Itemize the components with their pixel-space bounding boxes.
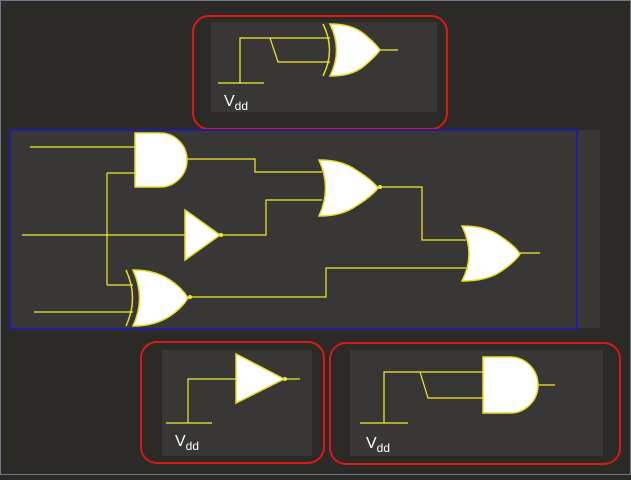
bottom-right-example: Vdd	[360, 356, 555, 455]
wire-top-input	[269, 37, 330, 63]
wire-br-vdd	[383, 371, 483, 423]
main-circuit-gates	[125, 132, 521, 327]
top-example: Vdd	[218, 23, 398, 113]
wire-br-input	[419, 371, 483, 399]
junction-dot	[283, 377, 287, 381]
panel-top	[211, 22, 437, 112]
junction-dot	[219, 233, 223, 237]
highlight-bottom-right	[329, 342, 621, 465]
wire-and-out	[187, 158, 322, 173]
wire-buffer-out	[222, 199, 322, 236]
junction-dot	[188, 295, 192, 299]
xor-gate-extra-curve	[322, 23, 331, 77]
junction-dot	[378, 185, 382, 189]
wire-top-vdd	[239, 37, 330, 83]
buffer-gate-icon	[184, 208, 222, 262]
wire-bl-vdd	[187, 378, 236, 423]
panel-bottom-right	[350, 350, 603, 456]
xor-gate-icon	[131, 269, 189, 327]
wire-xor-out	[190, 267, 466, 298]
and-gate-icon	[482, 356, 539, 414]
xor-gate-extra-curve	[125, 269, 134, 327]
highlight-main-blue	[9, 129, 578, 330]
vdd-label-bottom-left: Vdd	[175, 433, 199, 453]
panel-main	[10, 130, 600, 328]
and-gate-icon	[134, 132, 188, 188]
bottom-left-example: Vdd	[166, 352, 300, 453]
main-circuit-wires	[22, 146, 540, 313]
buffer-gate-icon	[235, 352, 286, 405]
highlight-bottom-left	[140, 341, 325, 464]
vdd-label-bottom-right: Vdd	[366, 435, 390, 455]
or-gate-icon	[460, 225, 521, 282]
or-gate-icon	[317, 159, 379, 217]
xor-gate-icon	[328, 23, 381, 77]
wire-or1-out	[380, 186, 466, 241]
vdd-label-top: Vdd	[224, 93, 248, 113]
